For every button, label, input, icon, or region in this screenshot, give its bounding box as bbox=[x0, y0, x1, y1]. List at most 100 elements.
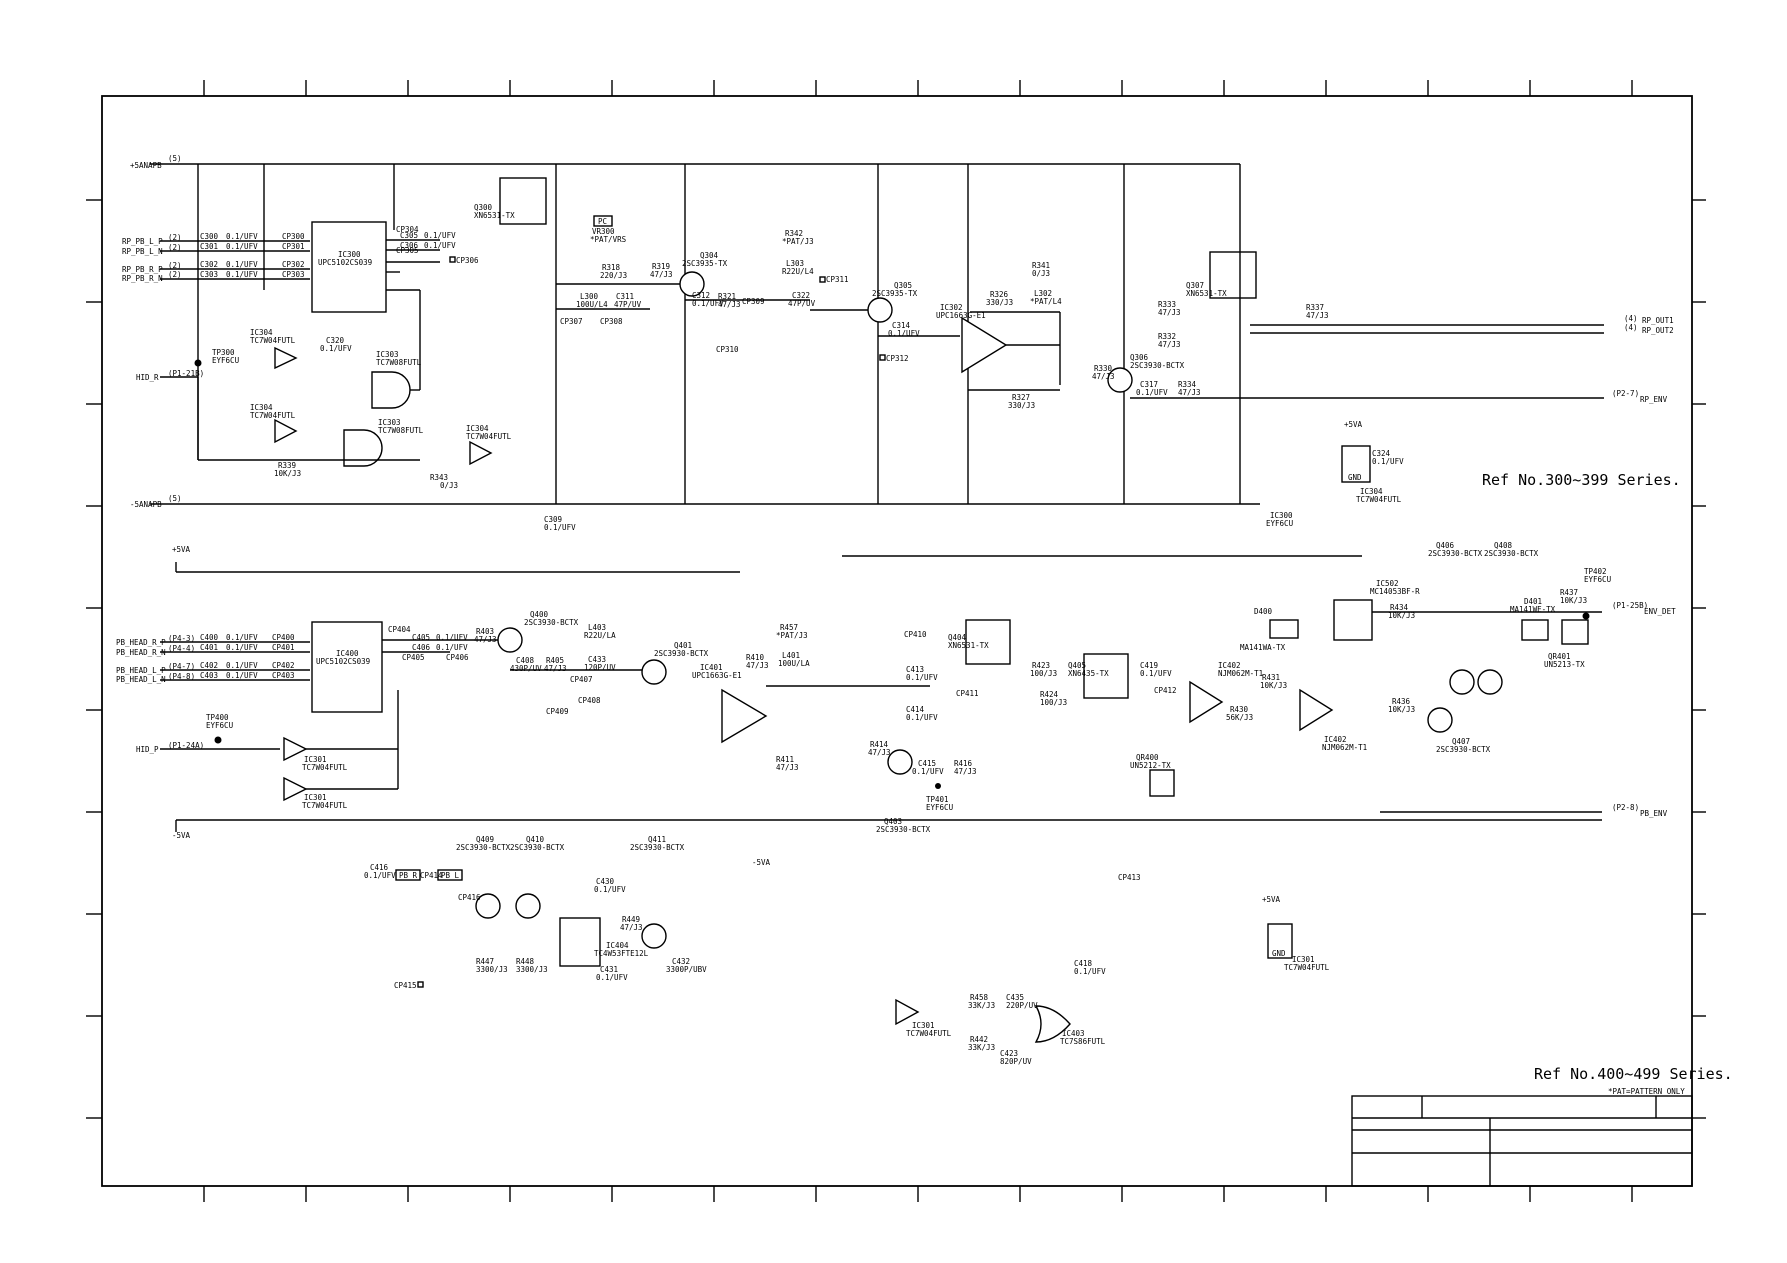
r434-label: R434 bbox=[1390, 603, 1409, 612]
rail-minus5va-label: -5VA bbox=[172, 831, 191, 840]
r411-value: 47/J3 bbox=[776, 763, 799, 772]
qr400-ref: QR400 bbox=[1136, 753, 1159, 762]
tp400-part: EYF6CU bbox=[206, 721, 233, 730]
c406-value: 0.1/UFV bbox=[436, 643, 468, 652]
r341-value: 0/J3 bbox=[1032, 269, 1050, 278]
input-ref-2d: (2) bbox=[168, 270, 182, 279]
r333-label: R333 bbox=[1158, 300, 1176, 309]
q400-ref: Q400 bbox=[530, 610, 549, 619]
r403-label: R403 bbox=[476, 627, 494, 636]
c312-value: 0.1/UFV bbox=[692, 299, 724, 308]
cp404-label: CP404 bbox=[388, 625, 411, 634]
r449-value: 47/J3 bbox=[620, 923, 643, 932]
r410-label: R410 bbox=[746, 653, 765, 662]
cp407-label: CP407 bbox=[570, 675, 593, 684]
q406-ref: Q406 bbox=[1436, 541, 1455, 550]
input-ref-2b: (2) bbox=[168, 243, 182, 252]
r342-value: *PAT/J3 bbox=[782, 237, 814, 246]
q411-ref: Q411 bbox=[648, 835, 666, 844]
r405-value: 47/J3 bbox=[544, 664, 567, 673]
c324-label: C324 bbox=[1372, 449, 1391, 458]
r436-label: R436 bbox=[1392, 697, 1411, 706]
c403-label: C403 bbox=[200, 671, 218, 680]
cp411-label: CP411 bbox=[956, 689, 979, 698]
cp415-label: CP415 bbox=[394, 981, 417, 990]
ic301-inverter-a bbox=[283, 736, 308, 762]
input-ref-p4-3: (P4-3) bbox=[168, 634, 195, 643]
tp402-dot bbox=[1582, 612, 1590, 620]
cp302-label: CP302 bbox=[282, 260, 305, 269]
q410-symbol bbox=[515, 893, 541, 919]
d401-ref: D401 bbox=[1524, 597, 1542, 606]
pb-l-box bbox=[437, 869, 463, 881]
rp-out1-label: RP_OUT1 bbox=[1642, 316, 1674, 325]
cp311-label: CP311 bbox=[826, 275, 849, 284]
q403-ref: Q403 bbox=[884, 817, 902, 826]
q401-part: 2SC3930-BCTX bbox=[654, 649, 709, 658]
ic300-part: UPC5102CS039 bbox=[318, 258, 372, 267]
section-400: +5VA -5VA (P2-8) PB_ENV PB_HEAD_R_P PB_H… bbox=[116, 541, 1733, 1096]
q405-part: XN6435-TX bbox=[1068, 669, 1109, 678]
cp412-label: CP412 bbox=[1154, 686, 1177, 695]
c408-value: 430P/UV bbox=[510, 664, 542, 673]
rail-plus5anapb-ref: (5) bbox=[168, 154, 182, 163]
rail-minus5anapb-label: -5ANAPB bbox=[130, 500, 162, 509]
pc-box bbox=[593, 215, 613, 227]
r321-value: 47/J3 bbox=[718, 300, 741, 309]
q406-symbol bbox=[1449, 669, 1475, 695]
ic301-power-ref: IC301 bbox=[1292, 955, 1315, 964]
ic404-part: TC4W53FTE12L bbox=[594, 949, 649, 958]
r449-label: R449 bbox=[622, 915, 640, 924]
input-ref-2a: (2) bbox=[168, 233, 182, 242]
r423-label: R423 bbox=[1032, 661, 1050, 670]
input-pb-head-l-n: PB_HEAD_L_N bbox=[116, 675, 166, 684]
ic303-and-b bbox=[343, 429, 383, 467]
cp409-label: CP409 bbox=[546, 707, 569, 716]
q307-part: XN6531-TX bbox=[1186, 289, 1227, 298]
ic404-ref: IC404 bbox=[606, 941, 629, 950]
ic402-opamp-a bbox=[1189, 680, 1224, 724]
q408-symbol bbox=[1477, 669, 1503, 695]
q407-ref: Q407 bbox=[1452, 737, 1470, 746]
cp405-label: CP405 bbox=[402, 653, 425, 662]
cp310-label: CP310 bbox=[716, 345, 739, 354]
pb-l-label: PB_L bbox=[441, 871, 460, 880]
rp-env-label: RP_ENV bbox=[1640, 395, 1668, 404]
r326-label: R326 bbox=[990, 290, 1009, 299]
r334-label: R334 bbox=[1178, 380, 1197, 389]
qr401-ref: QR401 bbox=[1548, 652, 1571, 661]
c430-value: 0.1/UFV bbox=[594, 885, 626, 894]
c431-label: C431 bbox=[600, 965, 618, 974]
c305-value: 0.1/UFV bbox=[424, 231, 456, 240]
c423-value: 820P/UV bbox=[1000, 1057, 1032, 1066]
q305-part: 2SC3935-TX bbox=[872, 289, 918, 298]
cp300-label: CP300 bbox=[282, 232, 305, 241]
c433-label: C433 bbox=[588, 655, 606, 664]
tp401-part: EYF6CU bbox=[926, 803, 953, 812]
c320-value: 0.1/UFV bbox=[320, 344, 352, 353]
tp400-dot bbox=[214, 736, 222, 744]
cp402-label: CP402 bbox=[272, 661, 295, 670]
r343-value: 0/J3 bbox=[440, 481, 458, 490]
drawing-frame bbox=[86, 80, 1706, 1202]
out2-ref: (4) bbox=[1624, 323, 1638, 332]
r436-value: 10K/J3 bbox=[1388, 705, 1415, 714]
ic401-part: UPC1663G-E1 bbox=[692, 671, 742, 680]
c406-label: C406 bbox=[412, 643, 431, 652]
rail-plus5anapb-label: +5ANAPB bbox=[130, 161, 162, 170]
l300-value: 100U/L4 bbox=[576, 300, 608, 309]
tp300-label: TP300 bbox=[212, 348, 235, 357]
ic304-part-b: TC7W04FUTL bbox=[250, 411, 296, 420]
cp307-label: CP307 bbox=[560, 317, 583, 326]
q401-ref: Q401 bbox=[674, 641, 692, 650]
q307-body bbox=[1209, 251, 1257, 299]
r416-label: R416 bbox=[954, 759, 973, 768]
q406-part: 2SC3930-BCTX bbox=[1428, 549, 1483, 558]
ic304-ref-c: IC304 bbox=[466, 424, 489, 433]
env-det-label: ENV_DET bbox=[1644, 607, 1676, 616]
cp303-label: CP303 bbox=[282, 270, 305, 279]
r330-label: R330 bbox=[1094, 364, 1113, 373]
ic304-part-a: TC7W04FUTL bbox=[250, 336, 296, 345]
tp401-dot bbox=[935, 783, 941, 789]
r333-value: 47/J3 bbox=[1158, 308, 1181, 317]
